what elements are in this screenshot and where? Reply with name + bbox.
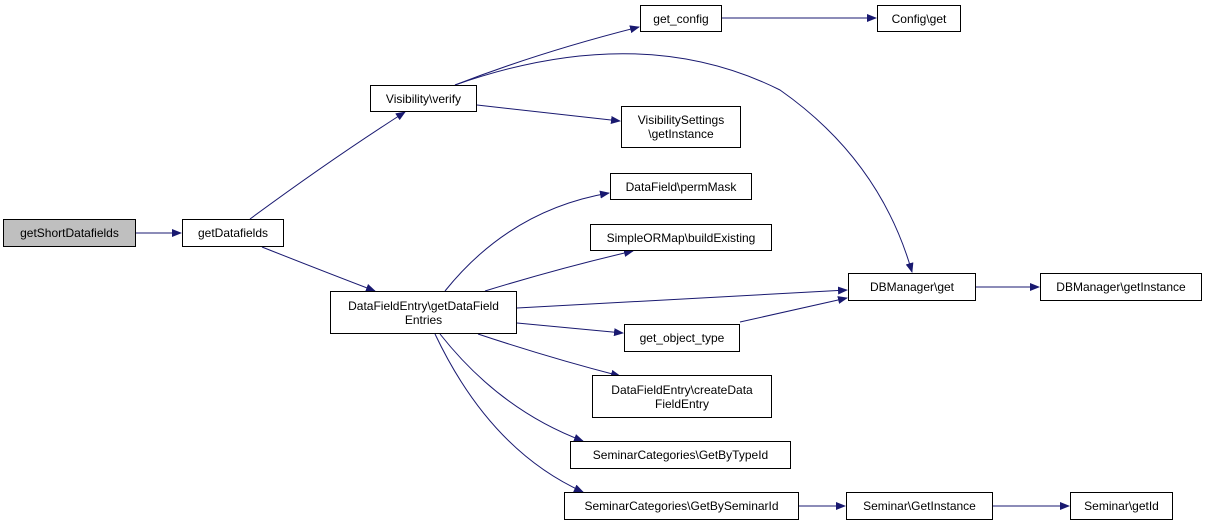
edge-visibility-verify-to-visibilitysettings-getinstance: [476, 104, 621, 124]
node-seminarcategories-getbytypeid[interactable]: SeminarCategories\GetByTypeId: [570, 441, 791, 469]
node-seminarcategories-getbyseminarid[interactable]: SeminarCategories\GetBySeminarId: [564, 492, 799, 520]
node-dbmanager-get[interactable]: DBManager\get: [848, 273, 976, 301]
node-get-config[interactable]: get_config: [640, 5, 722, 32]
node-datafieldentry-createdatafieldentry[interactable]: DataFieldEntry\createData FieldEntry: [592, 375, 772, 418]
edge-layer: [136, 14, 1070, 510]
edge-visibility-verify-to-get-config: [454, 25, 640, 86]
node-dbmanager-getinstance[interactable]: DBManager\getInstance: [1040, 273, 1202, 301]
node-seminar-getinstance[interactable]: Seminar\GetInstance: [846, 492, 993, 520]
edge-datafieldentry-getdatafieldentries-to-datafieldentry-createdatafieldentry: [477, 333, 621, 378]
edge-datafieldentry-getdatafieldentries-to-simpleormap-buildexisting: [484, 249, 634, 292]
node-seminar-getid[interactable]: Seminar\getId: [1070, 492, 1173, 520]
node-datafieldentry-getdatafieldentries[interactable]: DataFieldEntry\getDataField Entries: [330, 291, 517, 334]
edge-visibility-verify-to-dbmanager-get: [454, 53, 914, 273]
node-simpleormap-buildexisting[interactable]: SimpleORMap\buildExisting: [590, 224, 772, 251]
edge-datafieldentry-getdatafieldentries-to-seminarcategories-getbyseminarid: [434, 333, 584, 493]
node-visibilitysettings-getinstance[interactable]: VisibilitySettings \getInstance: [621, 106, 741, 148]
node-getshortdatafields: getShortDatafields: [3, 219, 136, 247]
node-datafield-permmask[interactable]: DataField\permMask: [610, 173, 752, 200]
node-getdatafields[interactable]: getDatafields: [182, 219, 284, 247]
edge-datafieldentry-getdatafieldentries-to-dbmanager-get: [516, 286, 848, 309]
edge-getdatafields-to-visibility-verify: [249, 111, 406, 220]
node-get-object-type[interactable]: get_object_type: [624, 324, 740, 352]
node-visibility-verify[interactable]: Visibility\verify: [370, 85, 477, 112]
edge-get-object-type-to-dbmanager-get: [739, 296, 848, 323]
edge-getdatafields-to-datafieldentry-getdatafieldentries: [261, 246, 376, 292]
edge-datafieldentry-getdatafieldentries-to-datafield-permmask: [444, 190, 610, 292]
node-config-get[interactable]: Config\get: [877, 5, 961, 32]
edge-datafieldentry-getdatafieldentries-to-seminarcategories-getbytypeid: [439, 333, 584, 442]
edge-datafieldentry-getdatafieldentries-to-get-object-type: [516, 322, 624, 337]
